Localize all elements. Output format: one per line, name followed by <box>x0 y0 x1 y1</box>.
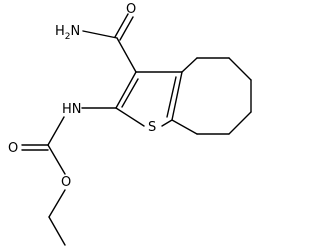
structure-canvas: O H2N HN S O O <box>8 2 252 246</box>
atom-carbamate-oxygen-double: O <box>8 141 18 156</box>
bond-c2-c3-double-a <box>115 71 137 109</box>
atom-amide-nitrogen-n: N <box>71 24 81 39</box>
bond-amide-co-double-b <box>119 16 134 41</box>
bond-c2-c3-double-b <box>121 78 139 108</box>
bond-ch2-ch3 <box>48 216 66 246</box>
atom-carbamate-nh: HN <box>62 102 82 117</box>
atom-ester-oxygen: O <box>61 175 71 190</box>
bond-o-ch2 <box>48 189 66 218</box>
bond-amide-co-double-a <box>114 13 129 38</box>
bond-c8a-s <box>161 119 173 127</box>
atom-amide-nitrogen-sub: 2 <box>65 32 71 42</box>
bond-c3a-c8a-double-b <box>166 76 177 118</box>
bond-oct-7 <box>171 119 198 135</box>
bond-s-c2 <box>115 107 145 127</box>
atom-amide-nitrogen-h: H <box>55 24 65 39</box>
bond-nh-carbamate <box>47 116 65 146</box>
atom-carbonyl-oxygen: O <box>126 2 136 17</box>
atom-amide-nitrogen: H2N <box>55 24 80 42</box>
molecule-drawing: O H2N HN S O O <box>8 2 252 246</box>
bond-amide-cn <box>82 30 118 39</box>
atom-ring-sulfur: S <box>148 120 156 135</box>
bond-carbamate-o <box>47 144 66 175</box>
bond-oct-3 <box>228 57 252 81</box>
bond-c3a-c8a-double-a <box>171 71 183 121</box>
bonds <box>21 13 252 246</box>
bond-oct-1 <box>181 57 198 73</box>
bond-amide-ring <box>116 37 137 73</box>
atom-labels: O H2N HN S O O <box>8 2 156 190</box>
bond-oct-5 <box>228 111 252 135</box>
